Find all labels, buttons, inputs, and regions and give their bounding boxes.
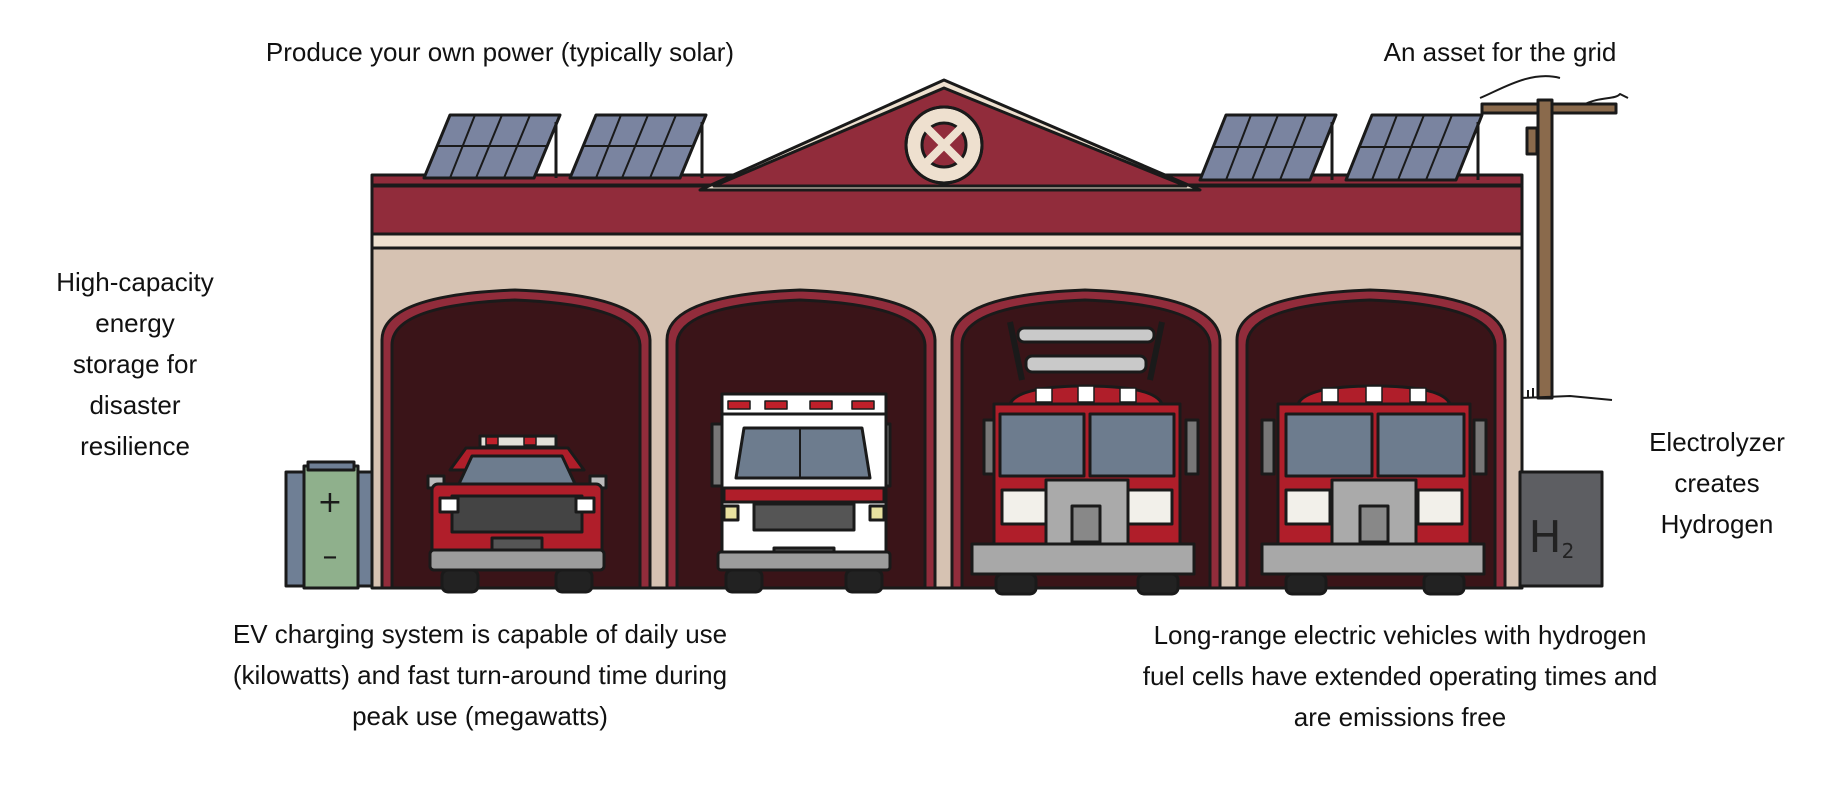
tank-h: H xyxy=(1528,512,1561,563)
solar-panel-group-left xyxy=(422,113,708,180)
battery-minus: – xyxy=(323,539,338,574)
grid-label: An asset for the grid xyxy=(1383,37,1617,67)
solar-panel xyxy=(568,113,708,180)
hydrogen-vehicles-label-line: are emissions free xyxy=(1293,702,1507,732)
storage-label-line: storage for xyxy=(72,349,198,379)
storage-label-line: disaster xyxy=(89,390,181,420)
fire-engine xyxy=(1260,384,1488,596)
battery-icon: + – xyxy=(284,460,374,590)
hydrogen-vehicles-label: Long-range electric vehicles with hydrog… xyxy=(1040,615,1760,738)
storage-label-line: High-capacity xyxy=(56,267,214,297)
solar-label: Produce your own power (typically solar) xyxy=(265,37,735,67)
ev-charging-label-line: (kilowatts) and fast turn-around time du… xyxy=(232,660,728,690)
ev-charging-label-line: peak use (megawatts) xyxy=(352,701,608,731)
tank-subscript: 2 xyxy=(1562,539,1575,563)
electrolyzer-label-line: Electrolyzer xyxy=(1649,427,1785,457)
ambulance xyxy=(710,392,892,594)
solar-panel xyxy=(1344,113,1484,182)
hydrogen-vehicles-label-line: Long-range electric vehicles with hydrog… xyxy=(1153,620,1647,650)
storage-label: High-capacity energy storage for disaste… xyxy=(20,262,250,467)
electrolyzer-label-line: Hydrogen xyxy=(1660,509,1774,539)
ev-suv xyxy=(426,434,608,594)
ev-charging-label: EV charging system is capable of daily u… xyxy=(140,614,820,737)
hydrogen-vehicles-label-line: fuel cells have extended operating times… xyxy=(1142,661,1658,691)
solar-panel xyxy=(1198,113,1338,182)
electrolyzer-label-line: creates xyxy=(1674,468,1760,498)
storage-label-line: resilience xyxy=(80,431,190,461)
electrolyzer-label: Electrolyzer creates Hydrogen xyxy=(1590,422,1824,545)
utility-pole-icon xyxy=(1479,75,1629,401)
storage-label-line: energy xyxy=(95,308,175,338)
solar-panel-group-right xyxy=(1198,113,1484,182)
maltese-cross-icon xyxy=(904,105,984,185)
ev-charging-label-line: EV charging system is capable of daily u… xyxy=(232,619,728,649)
battery-plus: + xyxy=(317,485,342,520)
hydrogen-tank-icon: H 2 xyxy=(1518,470,1604,588)
ladder-fire-truck xyxy=(970,321,1200,596)
solar-panel xyxy=(422,113,562,180)
